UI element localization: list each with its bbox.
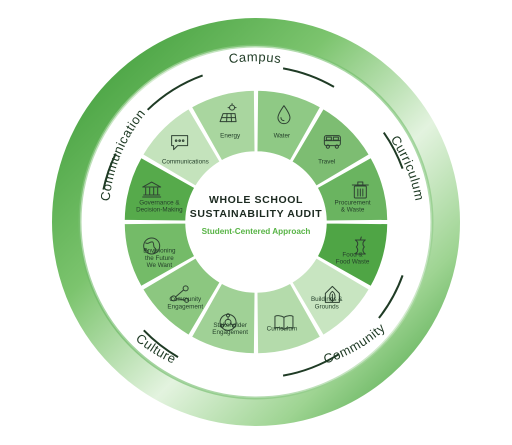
segment-envisioning-label-2: the Future: [145, 255, 174, 262]
globe-icon: [143, 237, 161, 255]
ring-divider-arc: [382, 131, 404, 169]
segment-communications-label-1: Communications: [162, 158, 209, 165]
speech-bubble-icon: [171, 135, 189, 151]
center-title-line1: WHOLE SCHOOL: [209, 194, 303, 206]
segment-buildings-grounds: Buildings &Grounds: [290, 256, 371, 337]
ring-divider-arc: [143, 329, 179, 358]
segment-travel-wedge: [290, 107, 371, 188]
segment-energy: Energy: [190, 89, 257, 163]
bus-icon: [323, 135, 341, 149]
outer-ring: [52, 18, 460, 426]
courthouse-icon: [142, 181, 162, 198]
segment-stakeholder-engagement-wedge: [190, 281, 257, 355]
segment-food-waste-label-1: Food &: [342, 251, 363, 258]
segment-procurement-waste-label-2: & Waste: [341, 207, 365, 214]
leaf-house-icon: [324, 285, 340, 303]
ring-divider-arc: [282, 353, 340, 377]
segment-procurement-waste-wedge: [315, 156, 389, 223]
ring-dividers: [102, 67, 404, 377]
ring-divider-arc: [102, 153, 117, 190]
segment-food-waste: Food &Food Waste: [315, 221, 389, 288]
segment-curriculum-wedge: [255, 281, 322, 355]
segment-curriculum: Curriculum: [255, 281, 322, 355]
segment-stakeholder-engagement-label-1: Stakeholder: [213, 322, 247, 329]
segment-governance: Governance &Decision-Making: [123, 156, 197, 223]
ring-divider-arc: [378, 275, 404, 319]
segment-water-wedge: [255, 89, 322, 163]
segment-buildings-grounds-label-2: Grounds: [315, 303, 339, 310]
segment-energy-label-1: Energy: [220, 132, 241, 139]
segment-communications: Communications: [141, 107, 222, 188]
water-drop-icon: [277, 105, 291, 125]
trash-bin-icon: [351, 181, 369, 199]
people-network-icon: [219, 313, 237, 331]
connected-nodes-icon: [170, 285, 190, 303]
segment-travel: Travel: [290, 107, 371, 188]
segment-procurement-waste-label-1: Procurement: [335, 200, 371, 207]
segment-community-engagement-label-2: Engagement: [167, 303, 203, 310]
solar-panel-icon: [219, 103, 237, 123]
segment-water-label-1: Water: [274, 132, 291, 139]
segment-communications-wedge: [141, 107, 222, 188]
open-book-icon: [274, 315, 294, 330]
segment-governance-label-2: Decision-Making: [136, 207, 183, 214]
segment-food-waste-label-2: Food Waste: [336, 258, 370, 265]
segment-envisioning-label-1: Envisioning: [143, 248, 176, 255]
segment-water: Water: [255, 89, 322, 163]
segment-stakeholder-engagement-label-2: Engagement: [212, 329, 248, 336]
segment-curriculum-label-1: Curriculum: [267, 326, 297, 333]
center-hub: WHOLE SCHOOL SUSTAINABILITY AUDIT Studen…: [187, 153, 325, 291]
segment-community-engagement-wedge: [141, 256, 222, 337]
center-title-line2: SUSTAINABILITY AUDIT: [190, 208, 323, 220]
segment-buildings-grounds-wedge: [290, 256, 371, 337]
segment-envisioning-label-3: We Want: [147, 262, 173, 269]
segment-community-engagement-label-1: Community: [169, 296, 202, 303]
apple-core-icon: [354, 236, 366, 255]
segment-food-waste-wedge: [315, 221, 389, 288]
segment-envisioning-wedge: [123, 221, 197, 288]
segment-governance-label-1: Governance &: [139, 200, 180, 207]
segment-travel-label-1: Travel: [318, 158, 335, 165]
segment-energy-wedge: [190, 89, 257, 163]
ring-divider-arc: [146, 74, 203, 111]
segment-procurement-waste: Procurement& Waste: [315, 156, 389, 223]
segment-buildings-grounds-label-1: Buildings &: [311, 296, 343, 303]
ring-divider-arc: [282, 67, 335, 88]
ring-label-campus: Campus: [228, 49, 282, 66]
center-subtitle: Student-Centered Approach: [202, 227, 311, 236]
segment-governance-wedge: [123, 156, 197, 223]
